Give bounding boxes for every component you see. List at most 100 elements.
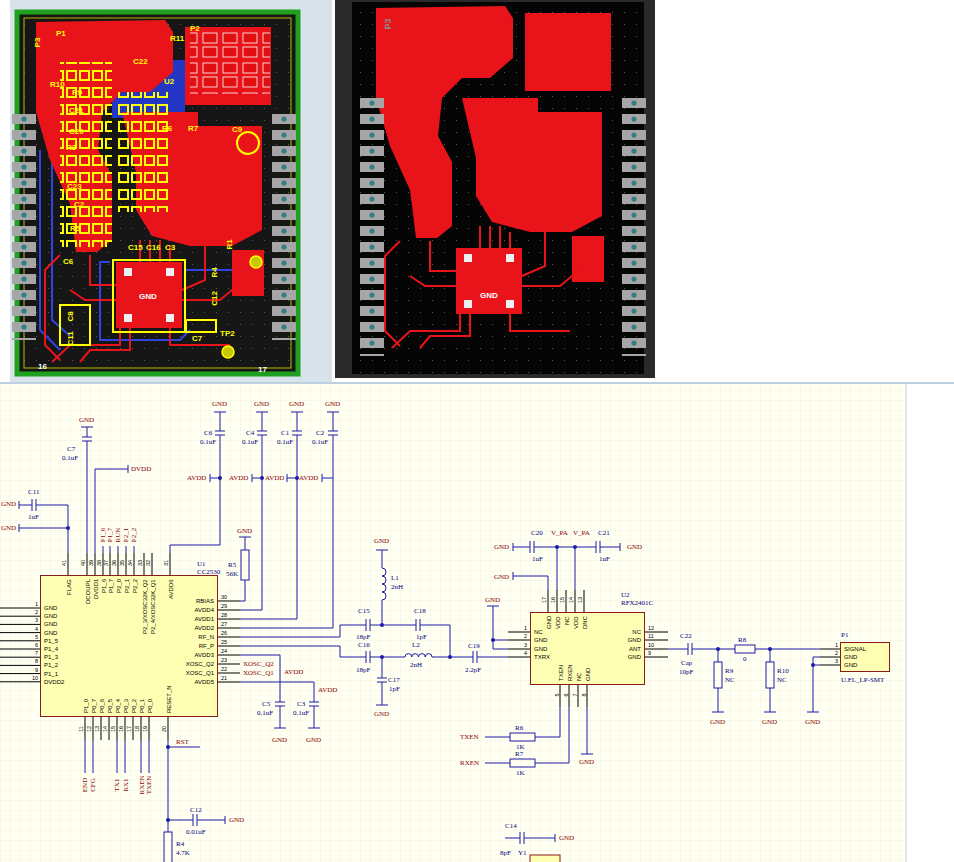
pin-name: VDD bbox=[573, 616, 579, 629]
pin-number: 5 bbox=[35, 634, 38, 640]
pin-number: 6 bbox=[35, 642, 38, 648]
component-label: R5 bbox=[228, 561, 236, 569]
pin-name: GND bbox=[628, 654, 641, 660]
pin-number: 11 bbox=[78, 726, 84, 732]
net-label: XOSC_Q1 bbox=[243, 669, 274, 677]
pin-name: DCOUPL bbox=[85, 579, 91, 604]
component-label: 1K bbox=[516, 743, 525, 751]
designator: U1 bbox=[197, 560, 206, 568]
pin-number: 16 bbox=[550, 597, 556, 603]
silkscreen-label: R1 bbox=[225, 239, 234, 249]
net-label: GND bbox=[325, 400, 340, 408]
pin-name: GND bbox=[546, 616, 552, 629]
pin-name: P0_1 bbox=[139, 699, 145, 713]
component-label: NC bbox=[725, 676, 735, 684]
silkscreen-label: R3 bbox=[66, 143, 76, 152]
silkscreen-label: P1 bbox=[56, 29, 66, 38]
silkscreen-label: P3 bbox=[382, 18, 392, 29]
silkscreen-label: C11 bbox=[66, 331, 75, 345]
component-label: C5 bbox=[262, 700, 270, 708]
net-label: AVDD bbox=[299, 474, 318, 482]
pin-number: 34 bbox=[127, 560, 133, 566]
pin-name: ANT bbox=[629, 646, 641, 652]
silkscreen-label: R5 bbox=[70, 224, 80, 233]
net-label: GND bbox=[485, 596, 500, 604]
pin-number: 30 bbox=[221, 594, 227, 600]
component-label: C3 bbox=[297, 700, 305, 708]
pin-name: P1_7 bbox=[108, 579, 114, 593]
component-label: R4 bbox=[176, 840, 184, 848]
component-label: 18pF bbox=[356, 666, 370, 674]
net-label: GND bbox=[254, 400, 269, 408]
component-label: 0.1uF bbox=[257, 709, 273, 717]
net-label: AVDD bbox=[265, 474, 284, 482]
component-label: Y1 bbox=[518, 849, 527, 857]
component-label: L1 bbox=[391, 574, 399, 582]
component-label: 1K bbox=[516, 769, 525, 777]
net-label: GND bbox=[627, 543, 642, 551]
component-label: C16 bbox=[358, 641, 370, 649]
component-label: 1uF bbox=[28, 513, 39, 521]
net-label: GND bbox=[762, 718, 777, 726]
pin-name: GND bbox=[534, 646, 547, 652]
pin-name: GND bbox=[844, 662, 857, 668]
pin-name: TXEN bbox=[558, 665, 564, 681]
pin-name: GND bbox=[44, 630, 57, 636]
pin-number: 1 bbox=[835, 642, 838, 648]
pin-number: 35 bbox=[119, 560, 125, 566]
net-label: GND bbox=[212, 400, 227, 408]
pin-number: 3 bbox=[524, 642, 527, 648]
pin-number: 28 bbox=[221, 612, 227, 618]
component-label: C20 bbox=[531, 529, 543, 537]
component-label: C18 bbox=[414, 607, 426, 615]
net-label: V_PA bbox=[551, 529, 568, 537]
pin-number: 38 bbox=[96, 560, 102, 566]
component-label: C1 bbox=[281, 429, 289, 437]
net-label: GND bbox=[1, 524, 16, 532]
pin-number: 10 bbox=[32, 675, 38, 681]
component-label: 0.1uF bbox=[293, 709, 309, 717]
component-label: 56K bbox=[226, 570, 238, 578]
pin-name: FLAG bbox=[66, 579, 72, 595]
net-label: GND bbox=[374, 537, 389, 545]
pin-number: 6 bbox=[562, 693, 568, 696]
pin-number: 26 bbox=[221, 630, 227, 636]
net-label: CFG bbox=[89, 778, 97, 792]
component-label: 2nH bbox=[391, 583, 403, 591]
net-label: RUN bbox=[114, 528, 122, 543]
net-label: DVDD bbox=[131, 465, 151, 473]
net-label: P1_6 bbox=[99, 528, 107, 542]
pin-number: 24 bbox=[221, 648, 227, 654]
component-label: C7 bbox=[67, 445, 75, 453]
pin-name: P1_6 bbox=[101, 579, 107, 593]
component-label: C15 bbox=[358, 607, 370, 615]
pin-name: RF_N bbox=[198, 634, 214, 640]
silkscreen-label: C21 bbox=[69, 106, 84, 115]
net-label: AVDD bbox=[187, 474, 206, 482]
pin-name: P0_2 bbox=[131, 699, 137, 713]
component-label: 4.7K bbox=[176, 849, 190, 857]
pin-name: AVDD1 bbox=[194, 616, 214, 622]
pin-name: XOSC_Q1 bbox=[186, 670, 214, 676]
component-label: C14 bbox=[505, 822, 517, 830]
pin-number: 39 bbox=[88, 560, 94, 566]
pin-number: 10 bbox=[648, 642, 654, 648]
pin-number: 18 bbox=[134, 726, 140, 732]
pin-number: 1 bbox=[524, 625, 527, 631]
pin-name: GND bbox=[44, 621, 57, 627]
silkscreen-label: TP2 bbox=[220, 329, 235, 338]
net-label: GND bbox=[805, 718, 820, 726]
pin-name: P1_4 bbox=[44, 646, 58, 652]
pin-number: 22 bbox=[221, 666, 227, 672]
component-label: 1pF bbox=[416, 633, 427, 641]
silkscreen-label: C16 bbox=[146, 243, 161, 252]
designator: CC2530 bbox=[197, 568, 220, 576]
pin-number: 25 bbox=[221, 639, 227, 645]
pin-name: AVDD5 bbox=[194, 679, 214, 685]
pin-number: 13 bbox=[94, 726, 100, 732]
pin-number: 1 bbox=[35, 601, 38, 607]
net-label: P1_7 bbox=[106, 528, 114, 542]
pin-number: 37 bbox=[103, 560, 109, 566]
pin-number: 15 bbox=[559, 597, 565, 603]
